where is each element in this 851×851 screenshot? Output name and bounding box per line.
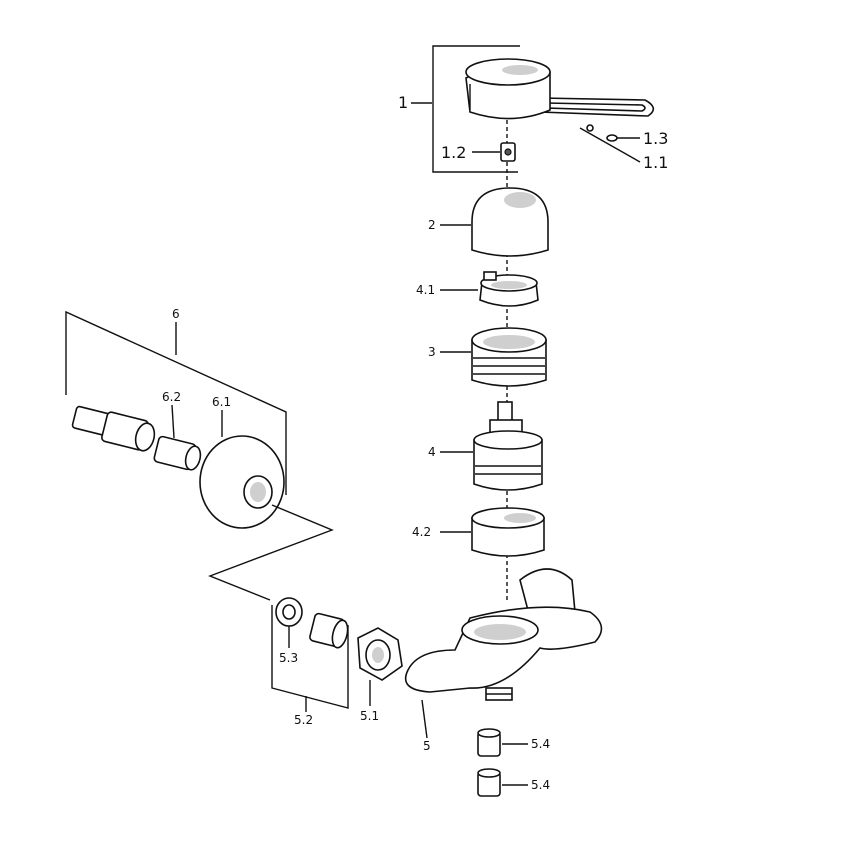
part-5-4-insert-lower xyxy=(477,768,528,797)
label-6-2: 6.2 xyxy=(162,390,181,404)
part-2-cap xyxy=(440,187,549,257)
connection-lines xyxy=(208,504,334,601)
label-6: 6 xyxy=(172,307,180,321)
part-1-2-clip xyxy=(472,142,516,162)
label-5-4-upper: 5.4 xyxy=(531,737,550,751)
part-5-valve-body xyxy=(404,568,603,739)
label-1-3: 1.3 xyxy=(643,129,668,148)
part-1-1-pin xyxy=(579,124,641,163)
part-5-2-threaded-sleeve xyxy=(309,612,349,649)
label-5: 5 xyxy=(423,739,431,753)
part-1-lever-handle xyxy=(465,58,655,120)
part-5-4-insert-upper xyxy=(477,728,528,757)
bracket-part-1 xyxy=(432,45,520,173)
label-6-1: 6.1 xyxy=(212,395,231,409)
part-4-cartridge xyxy=(440,401,543,491)
part-6-1-escutcheon xyxy=(199,410,285,529)
label-4: 4 xyxy=(428,445,436,459)
label-1-2: 1.2 xyxy=(441,143,466,162)
bracket-part-5-2 xyxy=(271,605,349,712)
label-3: 3 xyxy=(428,345,436,359)
label-5-4-lower: 5.4 xyxy=(531,778,550,792)
part-4-1-ring xyxy=(440,271,539,307)
label-1-1: 1.1 xyxy=(643,153,668,172)
part-3-threaded-nut xyxy=(440,327,547,387)
part-5-3-washer xyxy=(275,597,303,648)
part-1-3-oring xyxy=(606,134,640,142)
part-5-1-nut xyxy=(357,627,403,706)
part-4-2-sleeve xyxy=(440,507,545,557)
label-1: 1 xyxy=(398,93,408,112)
label-4-1: 4.1 xyxy=(416,283,435,297)
label-4-2: 4.2 xyxy=(412,525,431,539)
bracket-part-6 xyxy=(65,310,287,495)
part-6-fitting xyxy=(71,405,156,452)
label-5-2: 5.2 xyxy=(294,713,313,727)
part-6-2-sleeve xyxy=(153,404,202,471)
label-5-3: 5.3 xyxy=(279,651,298,665)
label-2: 2 xyxy=(428,218,436,232)
label-5-1: 5.1 xyxy=(360,709,379,723)
